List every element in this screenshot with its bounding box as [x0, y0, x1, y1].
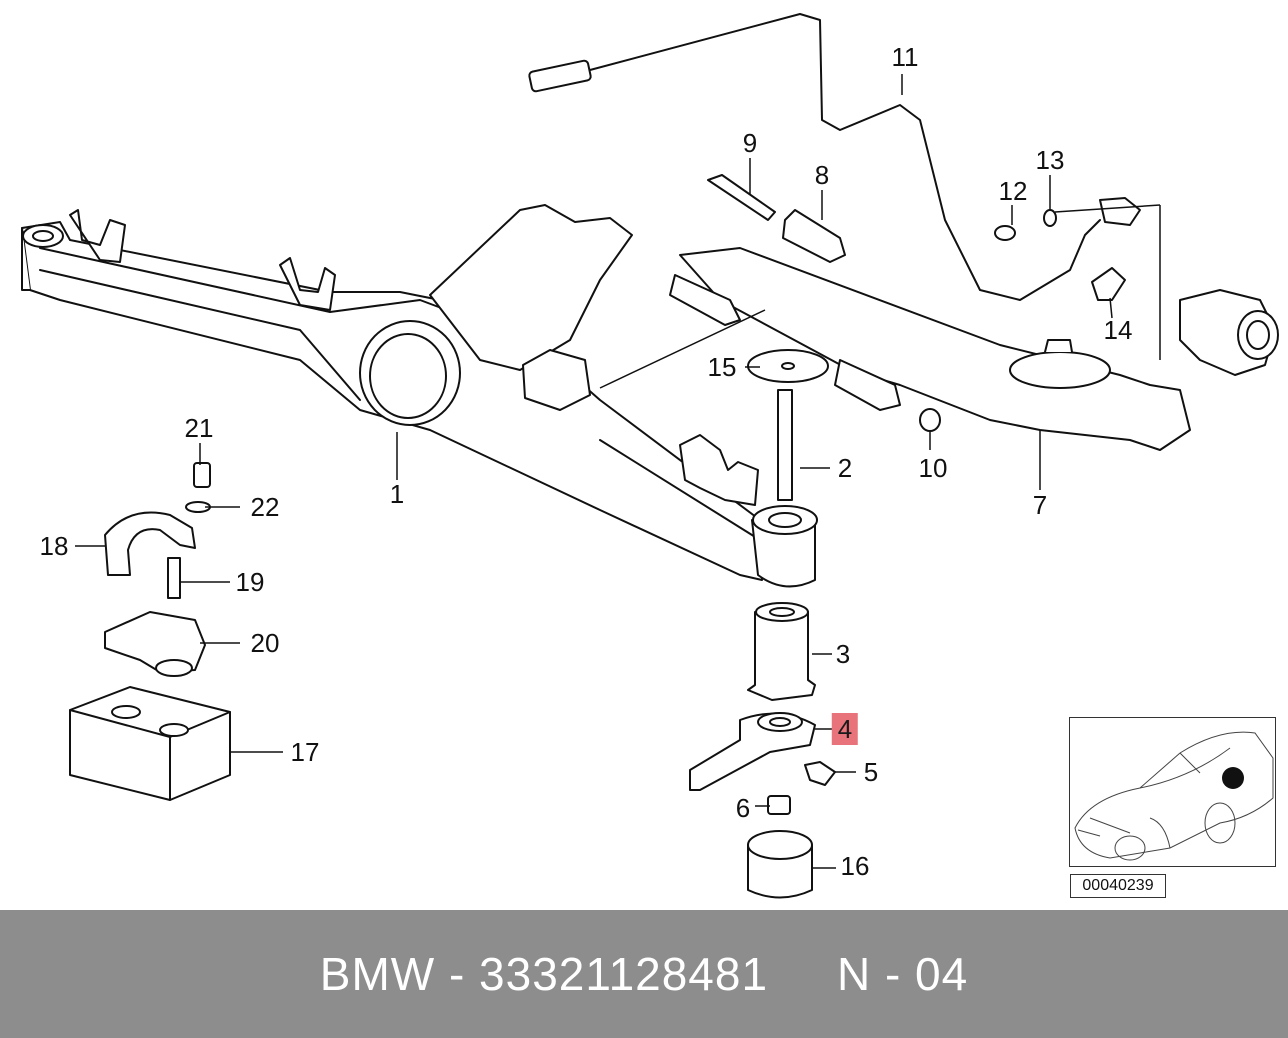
callout-19: 19 — [235, 567, 265, 597]
callout-1: 1 — [389, 479, 405, 509]
callout-11: 11 — [891, 42, 919, 72]
bracket-18 — [104, 511, 196, 576]
speed-sensor — [1099, 197, 1141, 226]
trailing-arm — [669, 247, 1279, 451]
callout-7: 7 — [1032, 490, 1048, 520]
callout-2: 2 — [837, 453, 853, 483]
footer-bar: BMW - 33321128481 N - 04 — [0, 910, 1288, 1038]
stud-2 — [777, 389, 793, 501]
callout-5: 5 — [863, 757, 879, 787]
callout-20: 20 — [250, 628, 280, 658]
clip-14 — [1091, 267, 1126, 301]
leader-lines — [75, 74, 1161, 869]
bracket-4 — [689, 712, 816, 791]
callout-14: 14 — [1103, 315, 1133, 345]
car-outline-icon — [1074, 731, 1274, 861]
bushing-8 — [782, 209, 846, 263]
callout-22: 22 — [250, 492, 280, 522]
callout-18: 18 — [39, 531, 69, 561]
callout-13: 13 — [1035, 145, 1065, 175]
callout-6: 6 — [735, 793, 751, 823]
nut-6 — [767, 795, 791, 815]
callout-9: 9 — [742, 128, 758, 158]
parts-diagram — [21, 13, 1279, 899]
callout-12: 12 — [998, 176, 1028, 206]
callout-4-highlighted: 4 — [831, 713, 859, 745]
sensor-cable — [589, 13, 1101, 301]
callout-15: 15 — [707, 352, 737, 382]
bolt-9 — [707, 174, 776, 221]
bolt-12 — [994, 225, 1016, 241]
part-number-caption: BMW - 33321128481 N - 04 — [319, 948, 969, 1000]
callout-3: 3 — [835, 639, 851, 669]
location-marker-icon — [1222, 767, 1244, 789]
bracket-20 — [104, 611, 206, 673]
callout-8: 8 — [814, 160, 830, 190]
bolt-21 — [193, 462, 211, 488]
bolt-19 — [167, 557, 181, 599]
bolt-5 — [804, 761, 836, 786]
nut-10 — [919, 408, 941, 432]
washer-13 — [1043, 209, 1057, 227]
callout-16: 16 — [840, 851, 870, 881]
callout-10: 10 — [918, 453, 948, 483]
sensor-plug — [528, 59, 592, 93]
vehicle-location-inset — [1069, 717, 1276, 867]
block-17 — [69, 686, 231, 801]
sleeve-3 — [747, 611, 816, 701]
diagram-code: 00040239 — [1070, 874, 1166, 898]
axle-carrier — [21, 204, 818, 588]
callout-17: 17 — [290, 737, 320, 767]
callout-21: 21 — [184, 413, 214, 443]
